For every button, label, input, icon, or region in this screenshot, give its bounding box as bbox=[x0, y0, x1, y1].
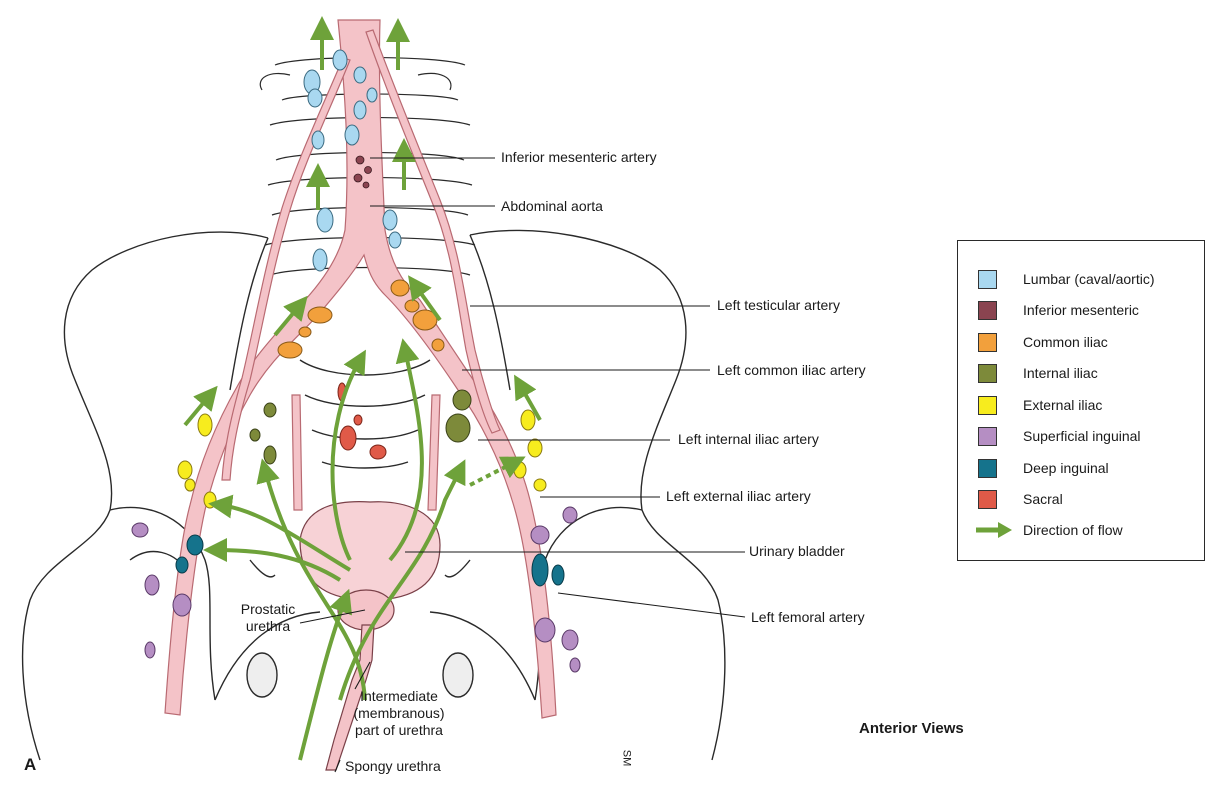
legend-label: External iliac bbox=[1023, 397, 1102, 413]
view-title: Anterior Views bbox=[859, 720, 964, 737]
legend-label: Sacral bbox=[1023, 491, 1063, 507]
deep-inguinal-swatch bbox=[978, 459, 997, 478]
label-intermediate-urethra: Intermediate (membranous) part of urethr… bbox=[343, 688, 455, 739]
label-abdominal-aorta: Abdominal aorta bbox=[501, 198, 603, 215]
artist-signature: SM bbox=[620, 750, 632, 767]
label-inferior-mesenteric-artery: Inferior mesenteric artery bbox=[501, 149, 657, 166]
legend-label: Direction of flow bbox=[1023, 522, 1123, 538]
label-left-internal-iliac-artery: Left internal iliac artery bbox=[678, 431, 819, 448]
legend-item-inferior-mesenteric: Inferior mesenteric bbox=[978, 298, 1139, 322]
internal-iliac-swatch bbox=[978, 364, 997, 383]
common-iliac-swatch bbox=[978, 333, 997, 352]
superficial-inguinal-swatch bbox=[978, 427, 997, 446]
legend-item-lumbar: Lumbar (caval/aortic) bbox=[978, 267, 1155, 291]
label-left-external-iliac-artery: Left external iliac artery bbox=[666, 488, 811, 505]
arrow-icon bbox=[974, 520, 1014, 540]
legend: Lumbar (caval/aortic) Inferior mesenteri… bbox=[957, 240, 1205, 561]
panel-letter: A bbox=[24, 755, 36, 775]
lumbar-swatch bbox=[978, 270, 997, 289]
legend-label: Internal iliac bbox=[1023, 365, 1098, 381]
legend-item-direction-of-flow: Direction of flow bbox=[978, 518, 1123, 542]
legend-item-deep-inguinal: Deep inguinal bbox=[978, 456, 1109, 480]
legend-label: Inferior mesenteric bbox=[1023, 302, 1139, 318]
legend-item-sacral: Sacral bbox=[978, 487, 1063, 511]
legend-item-common-iliac: Common iliac bbox=[978, 330, 1108, 354]
legend-label: Common iliac bbox=[1023, 334, 1108, 350]
external-iliac-swatch bbox=[978, 396, 997, 415]
legend-item-external-iliac: External iliac bbox=[978, 393, 1102, 417]
label-left-common-iliac-artery: Left common iliac artery bbox=[717, 362, 866, 379]
legend-item-internal-iliac: Internal iliac bbox=[978, 361, 1098, 385]
label-left-femoral-artery: Left femoral artery bbox=[751, 609, 865, 626]
label-prostatic-urethra: Prostatic urethra bbox=[233, 601, 303, 635]
legend-item-superficial-inguinal: Superficial inguinal bbox=[978, 424, 1141, 448]
label-left-testicular-artery: Left testicular artery bbox=[717, 297, 840, 314]
inferior-mesenteric-swatch bbox=[978, 301, 997, 320]
legend-label: Lumbar (caval/aortic) bbox=[1023, 271, 1155, 287]
legend-label: Deep inguinal bbox=[1023, 460, 1109, 476]
label-urinary-bladder: Urinary bladder bbox=[749, 543, 845, 560]
label-spongy-urethra: Spongy urethra bbox=[345, 758, 441, 775]
legend-label: Superficial inguinal bbox=[1023, 428, 1141, 444]
sacral-swatch bbox=[978, 490, 997, 509]
